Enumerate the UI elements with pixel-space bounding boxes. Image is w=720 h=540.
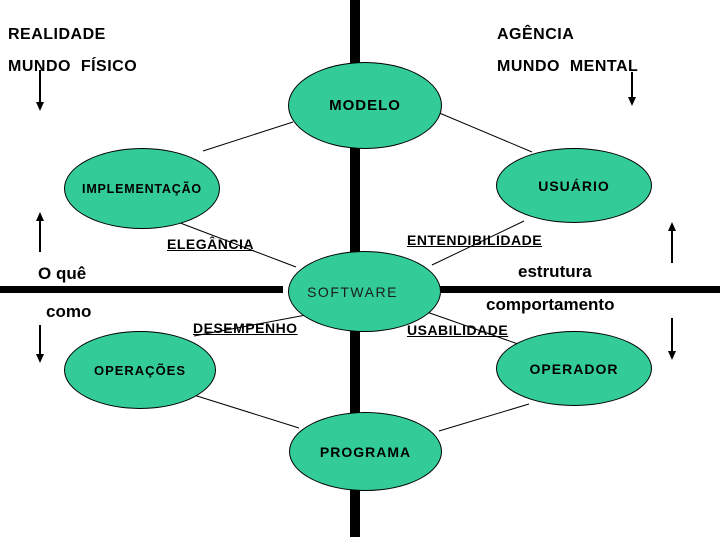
line-operador-programa — [438, 403, 530, 432]
label-usabilidade: USABILIDADE — [407, 322, 509, 338]
label-o-que: O quê — [38, 264, 87, 283]
label-estrutura: estrutura — [518, 262, 592, 281]
label-realidade: REALIDADE — [8, 26, 106, 43]
arrowhead-down-left-top — [36, 102, 44, 111]
ellipse-implementacao: IMPLEMENTAÇÃO — [64, 148, 220, 229]
line-operacoes-programa — [180, 390, 300, 429]
label-elegancia: ELEGÂNCIA — [167, 236, 254, 252]
ellipse-software: SOFTWARE — [288, 251, 441, 332]
label-desempenho: DESEMPENHO — [193, 320, 298, 336]
connector-lines — [174, 111, 533, 432]
line-software-operacoes — [193, 314, 307, 337]
ellipse-software-label: SOFTWARE — [307, 283, 398, 300]
label-entendibilidade: ENTENDIBILIDADE — [407, 232, 543, 248]
label-mundo-fisico: MUNDO FÍSICO — [8, 58, 138, 75]
ellipse-operador-label: OPERADOR — [529, 360, 619, 377]
horizontal-axis-bar-left — [0, 286, 283, 293]
label-comportamento: comportamento — [486, 295, 615, 314]
line-software-operador — [423, 310, 519, 345]
ellipse-modelo-label: MODELO — [329, 97, 401, 114]
line-modelo-usuario — [436, 111, 533, 153]
ellipse-programa: PROGRAMA — [289, 412, 442, 491]
line-implementacao-software — [174, 220, 297, 268]
ellipse-programa-label: PROGRAMA — [319, 443, 412, 460]
arrowhead-down-right-top — [628, 97, 636, 106]
arrowhead-up-left-middle — [36, 212, 44, 221]
arrowhead-down-right-lower — [668, 351, 676, 360]
line-software-usuario — [431, 220, 525, 266]
label-como: como — [46, 302, 92, 321]
ellipse-operador: OPERADOR — [496, 331, 652, 406]
line-modelo-implementacao — [202, 121, 294, 152]
horizontal-axis-bar-right — [438, 286, 720, 293]
arrowhead-down-left-lower — [36, 354, 44, 363]
ellipse-usuario: USUÁRIO — [496, 148, 652, 223]
ellipse-implementacao-label: IMPLEMENTAÇÃO — [82, 181, 202, 196]
ellipse-operacoes-label: OPERAÇÕES — [93, 362, 187, 378]
ellipse-operacoes: OPERAÇÕES — [64, 331, 216, 409]
ellipse-modelo: MODELO — [288, 62, 442, 149]
label-agencia: AGÊNCIA — [497, 26, 575, 43]
arrows — [36, 70, 676, 363]
ellipse-usuario-label: USUÁRIO — [538, 177, 610, 194]
arrowhead-up-right-middle — [668, 222, 676, 231]
label-mundo-mental: MUNDO MENTAL — [497, 58, 639, 75]
